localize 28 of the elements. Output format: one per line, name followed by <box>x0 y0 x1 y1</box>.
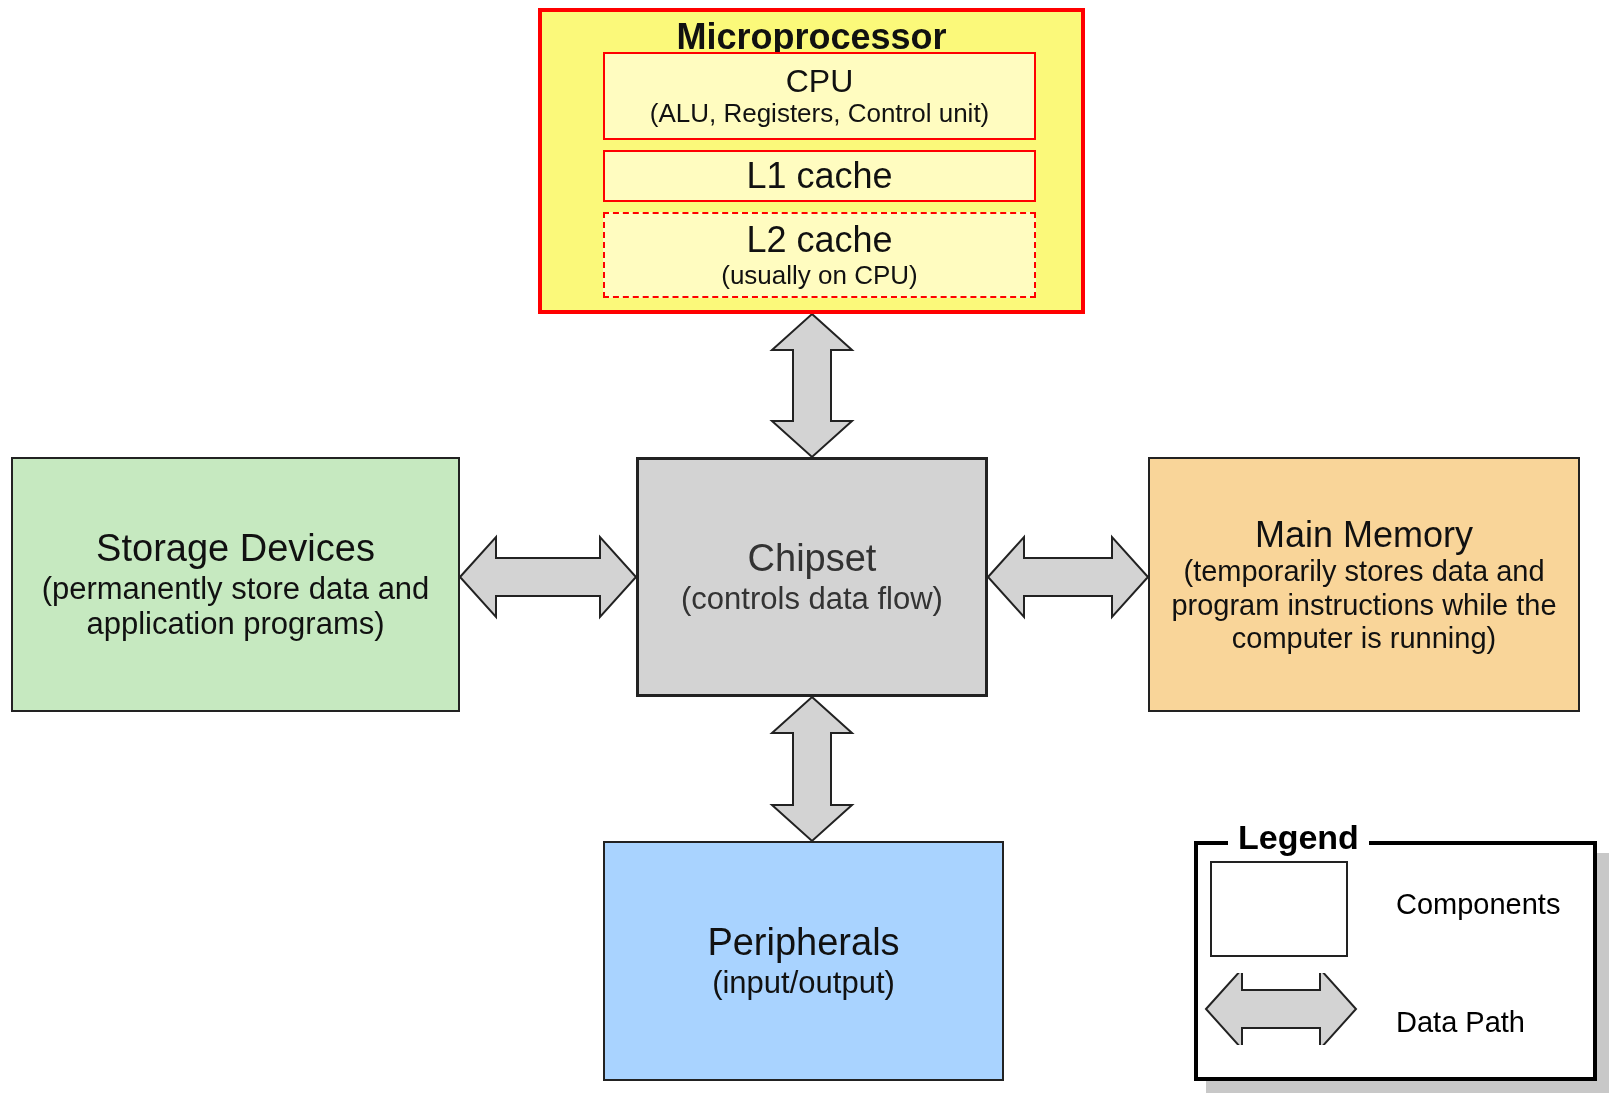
data-path-arrow <box>986 534 1150 620</box>
node-description: (ALU, Registers, Control unit) <box>649 99 990 130</box>
component-box <box>636 457 988 697</box>
node-description: (temporarily stores data and program instructions while the computer is running) <box>1170 555 1558 656</box>
component-box <box>1148 457 1580 712</box>
node-title: Microprocessor <box>676 16 947 58</box>
node-description: (usually on CPU) <box>721 260 918 291</box>
node-title: Chipset <box>747 537 877 581</box>
legend-label: Data Path <box>1396 1005 1525 1040</box>
data-path-arrow <box>769 695 855 843</box>
processor-box <box>538 8 1085 314</box>
node-title: L1 cache <box>746 155 893 197</box>
node-description: (input/output) <box>712 965 895 1001</box>
node-description: (permanently store data and application programs) <box>40 570 431 642</box>
legend-label: Components <box>1396 887 1561 922</box>
node-description: (controls data flow) <box>681 581 943 617</box>
component-box <box>603 150 1036 202</box>
node-title: L2 cache <box>746 219 893 261</box>
component-box <box>603 841 1004 1081</box>
component-box <box>603 52 1036 140</box>
component-box <box>11 457 460 712</box>
component-box <box>603 212 1036 298</box>
data-path-arrow <box>769 312 855 459</box>
node-title: Peripherals <box>707 921 900 965</box>
node-title: CPU <box>785 62 854 100</box>
data-path-arrow <box>458 534 638 620</box>
node-title: Main Memory <box>1254 513 1473 556</box>
node-title: Storage Devices <box>96 527 375 571</box>
